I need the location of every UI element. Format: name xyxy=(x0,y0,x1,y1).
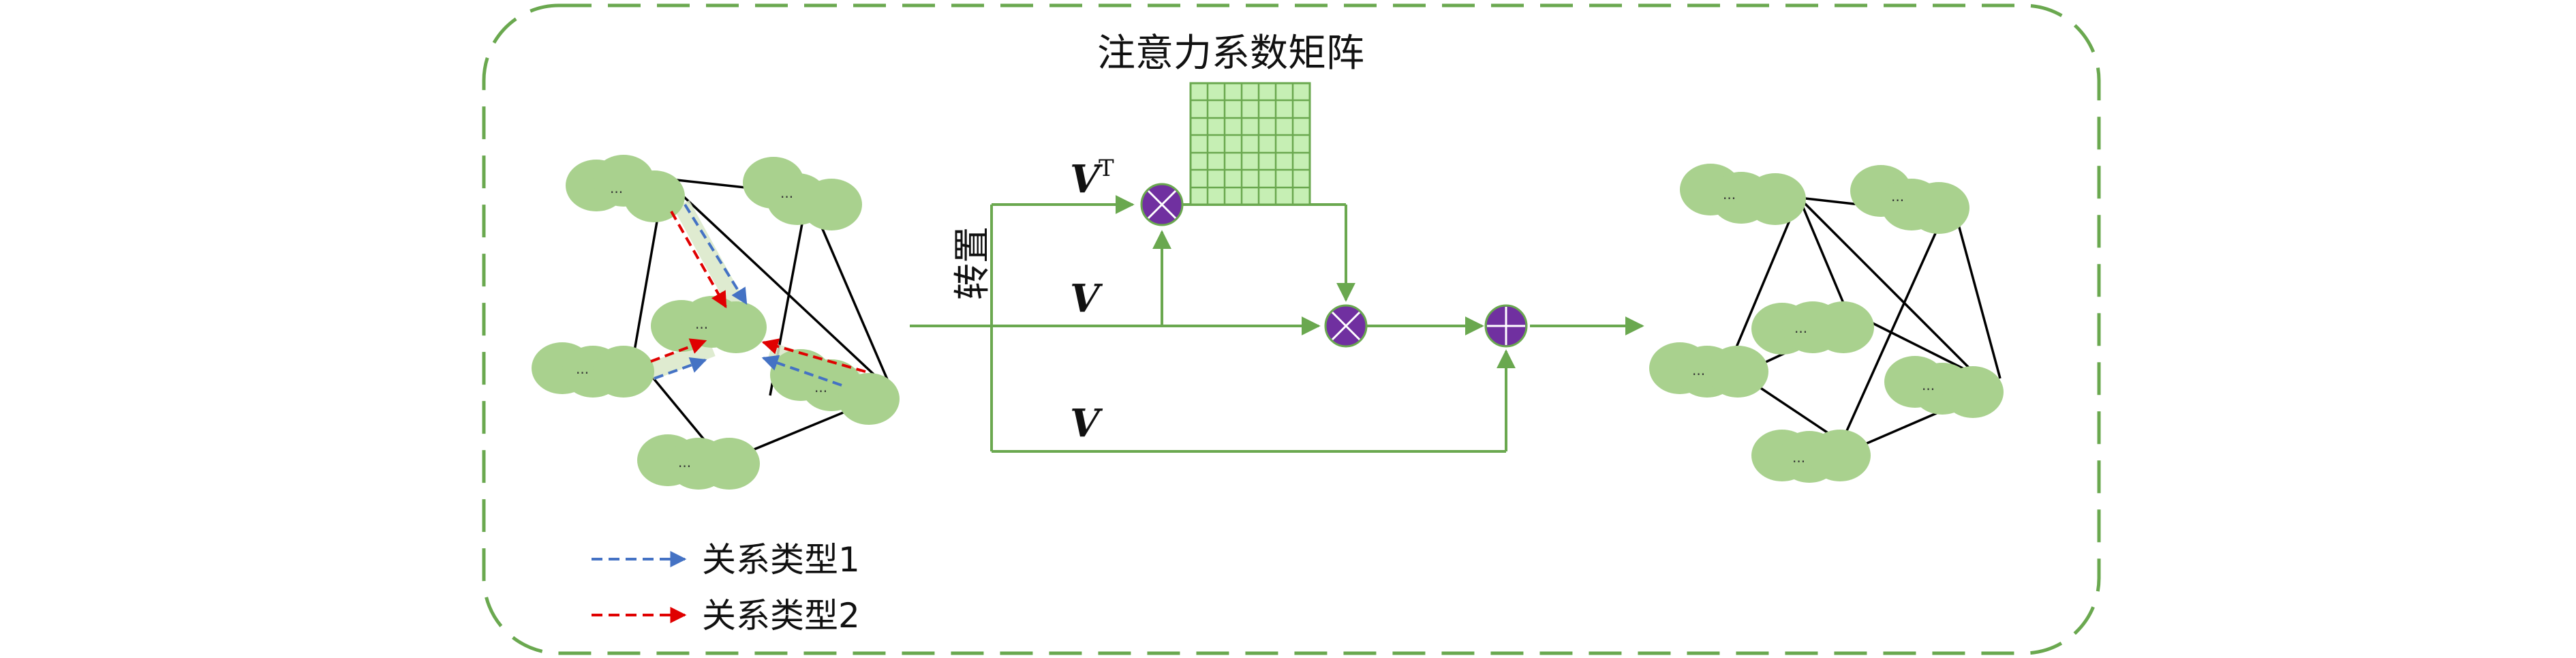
relation-type2-arrows xyxy=(650,211,866,373)
legend-label-type1: 关系类型1 xyxy=(702,540,860,580)
vt-label: V xyxy=(1070,157,1103,202)
graph-node: ... xyxy=(1751,301,1874,355)
relation-type1-arrows xyxy=(654,203,842,387)
svg-text:...: ... xyxy=(1692,362,1705,378)
svg-text:...: ... xyxy=(1794,320,1807,336)
input-graph: ... ... ... ... ... ... xyxy=(532,155,900,490)
add-operator xyxy=(1484,304,1528,348)
legend: 关系类型1 关系类型2 xyxy=(592,540,860,635)
svg-text:...: ... xyxy=(1891,188,1904,205)
attention-matrix xyxy=(1189,82,1311,206)
transpose-label: 转置 xyxy=(951,226,994,300)
v-label-bottom: V xyxy=(1070,401,1103,446)
multiply-operator-1 xyxy=(1140,183,1184,226)
vt-superscript: T xyxy=(1099,155,1114,182)
svg-text:...: ... xyxy=(1723,186,1736,203)
graph-node: ... xyxy=(566,155,685,222)
svg-text:...: ... xyxy=(1922,377,1935,393)
graph-node: ... xyxy=(1884,356,2004,418)
svg-text:...: ... xyxy=(780,185,793,201)
graph-node: ... xyxy=(770,349,900,425)
graph-node: ... xyxy=(1649,342,1768,398)
svg-text:...: ... xyxy=(1792,449,1805,466)
svg-text:...: ... xyxy=(695,316,708,332)
graph-node: ... xyxy=(1680,164,1806,225)
matrix-title: 注意力系数矩阵 xyxy=(1097,31,1364,76)
graph-node: ... xyxy=(1850,165,1969,234)
multiply-operator-2 xyxy=(1324,304,1368,348)
svg-text:...: ... xyxy=(576,361,589,377)
legend-label-type2: 关系类型2 xyxy=(702,596,860,635)
svg-text:...: ... xyxy=(610,180,623,196)
attention-flow xyxy=(910,195,1644,453)
svg-text:...: ... xyxy=(678,454,691,470)
graph-node: ... xyxy=(651,296,767,353)
graph-node: ... xyxy=(532,342,654,398)
graph-node: ... xyxy=(743,157,862,230)
v-label-mid: V xyxy=(1070,276,1103,321)
graph-node: ... xyxy=(637,434,760,490)
output-graph: ... ... ... ... ... ... xyxy=(1649,164,2004,483)
outer-frame xyxy=(482,3,2101,655)
svg-text:...: ... xyxy=(814,379,827,395)
graph-node: ... xyxy=(1751,430,1871,483)
